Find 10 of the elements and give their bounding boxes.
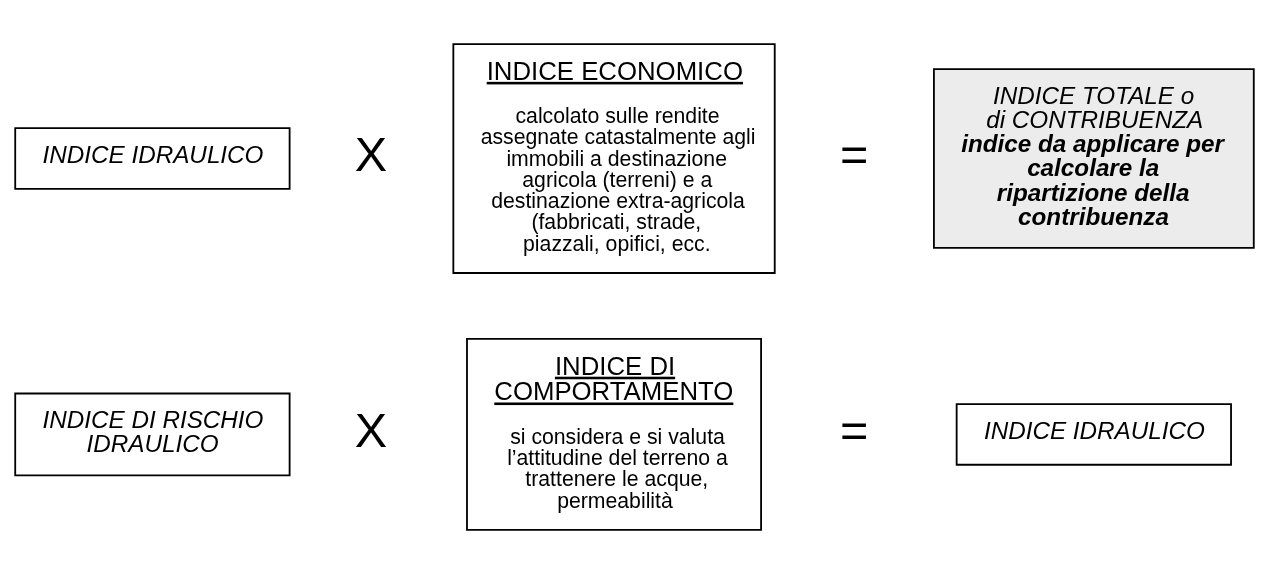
node-box: INDICE DI RISCHIO IDRAULICO xyxy=(14,392,291,476)
node-box: INDICE IDRAULICO xyxy=(955,402,1232,466)
label: = xyxy=(839,402,869,457)
node-box: INDICE ECONOMICO calcolato sulle rendite assegnate catastalmente agli immobili a destinazione agricola (terreni) e a destinazione extra-agricola (fabbricati, strade, piazzali, opifici, ecc. xyxy=(452,42,776,274)
label: X xyxy=(354,402,388,457)
node-box: INDICE TOTALE o di CONTRIBUENZA indice da applicare per calcolare la ripartizione della contribuenza xyxy=(933,67,1255,249)
node-box: INDICE IDRAULICO xyxy=(14,126,291,190)
label: X xyxy=(354,126,388,181)
label: = xyxy=(839,126,869,181)
node-box: INDICE DI COMPORTAMENTO si considera e si valuta l’attitudine del terreno a trattenere le acque, permeabilità xyxy=(466,337,762,531)
